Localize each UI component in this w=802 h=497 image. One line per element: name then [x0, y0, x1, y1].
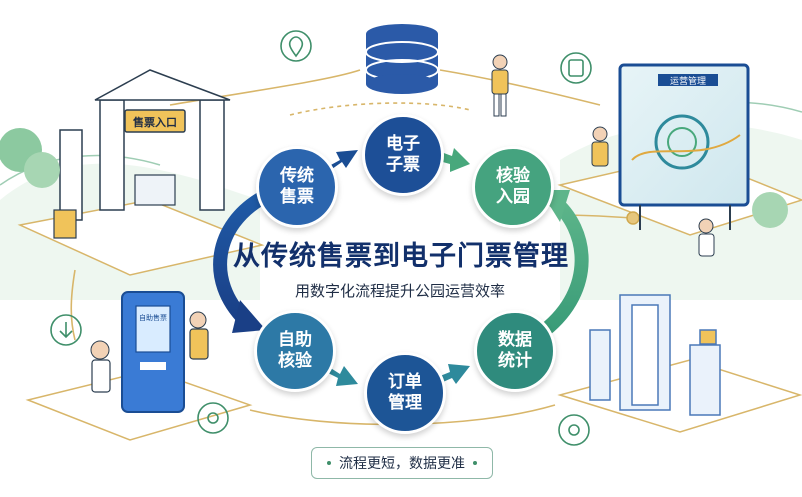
node-order-line1: 订单	[388, 372, 422, 392]
node-traditional-line1: 传统	[280, 166, 314, 186]
node-self-verify-line2: 核验	[278, 351, 312, 371]
path-top-dashed	[289, 102, 471, 116]
turnstile-gates	[589, 294, 721, 416]
flow-node-dot	[626, 211, 640, 225]
node-verify-line1: 核验	[496, 166, 530, 186]
gate-sign: 售票入口	[132, 115, 177, 129]
node-traditional-line2: 售票	[280, 187, 314, 207]
kiosk-sign: 自助售票	[139, 313, 167, 322]
location-pin-icon	[280, 30, 312, 62]
path-top-right	[439, 69, 601, 106]
node-data-statistics: 数据 统计	[474, 310, 556, 392]
node-self-verify: 自助 核验	[254, 310, 336, 392]
settings-icon-right	[558, 414, 590, 446]
person-top	[491, 54, 509, 117]
entrance-gate: 售票入口	[0, 69, 231, 239]
node-order-line2: 管理	[388, 393, 422, 413]
kiosk: 自助售票	[90, 291, 209, 413]
node-data-line2: 统计	[498, 351, 532, 371]
node-e-ticket: 电子 子票	[362, 114, 444, 196]
node-verify-line2: 入园	[496, 187, 530, 207]
node-self-verify-line1: 自助	[278, 330, 312, 350]
path-left	[70, 269, 76, 341]
node-traditional-ticketing: 传统 售票	[256, 146, 338, 228]
node-verify-entry: 核验 入园	[472, 146, 554, 228]
document-icon	[560, 52, 592, 84]
node-data-line1: 数据	[498, 330, 532, 350]
diagram-subtitle: 用数字化流程提升公园运营效率	[294, 282, 505, 300]
footer-text: 流程更短，数据更准	[339, 456, 465, 472]
node-eticket-line2: 子票	[386, 155, 420, 175]
footer-dot-left	[327, 461, 331, 465]
node-eticket-line1: 电子	[386, 134, 420, 154]
cycle-arrowhead-left	[232, 300, 266, 333]
database-icon	[365, 24, 439, 94]
node-order-management: 订单 管理	[364, 352, 446, 434]
cycle-arc-right	[538, 193, 589, 337]
person-walking	[698, 218, 715, 257]
footer-banner: 流程更短，数据更准	[311, 447, 493, 479]
cycle-arc-left	[213, 191, 269, 327]
dashboard-board: 运营管理	[618, 63, 788, 230]
settings-icon-left	[197, 402, 229, 434]
diagram-title: 从传统售票到电子门票管理	[233, 241, 569, 272]
download-icon	[50, 314, 82, 346]
footer-dot-right	[473, 461, 477, 465]
person-dashboard	[591, 126, 609, 167]
dashboard-sign: 运营管理	[670, 75, 706, 87]
